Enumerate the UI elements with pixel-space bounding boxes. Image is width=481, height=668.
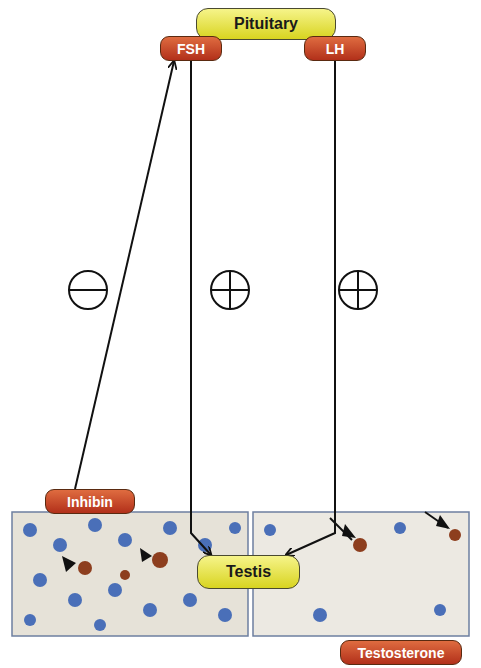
node-label: Testis [226,563,271,581]
arrow-connector [191,61,211,555]
organ-box: Testis [197,555,300,589]
node-label: FSH [177,41,205,57]
arrow-connector [75,61,174,489]
hormone-box: Testosterone [340,640,462,665]
node-label: LH [326,41,345,57]
arrow-connector [286,61,335,555]
node-label: Testosterone [358,645,445,661]
node-label: Pituitary [234,15,298,33]
hormone-box: LH [304,36,366,61]
node-label: Inhibin [67,494,113,510]
hormone-box: Inhibin [45,489,135,514]
hormone-box: FSH [160,36,222,61]
